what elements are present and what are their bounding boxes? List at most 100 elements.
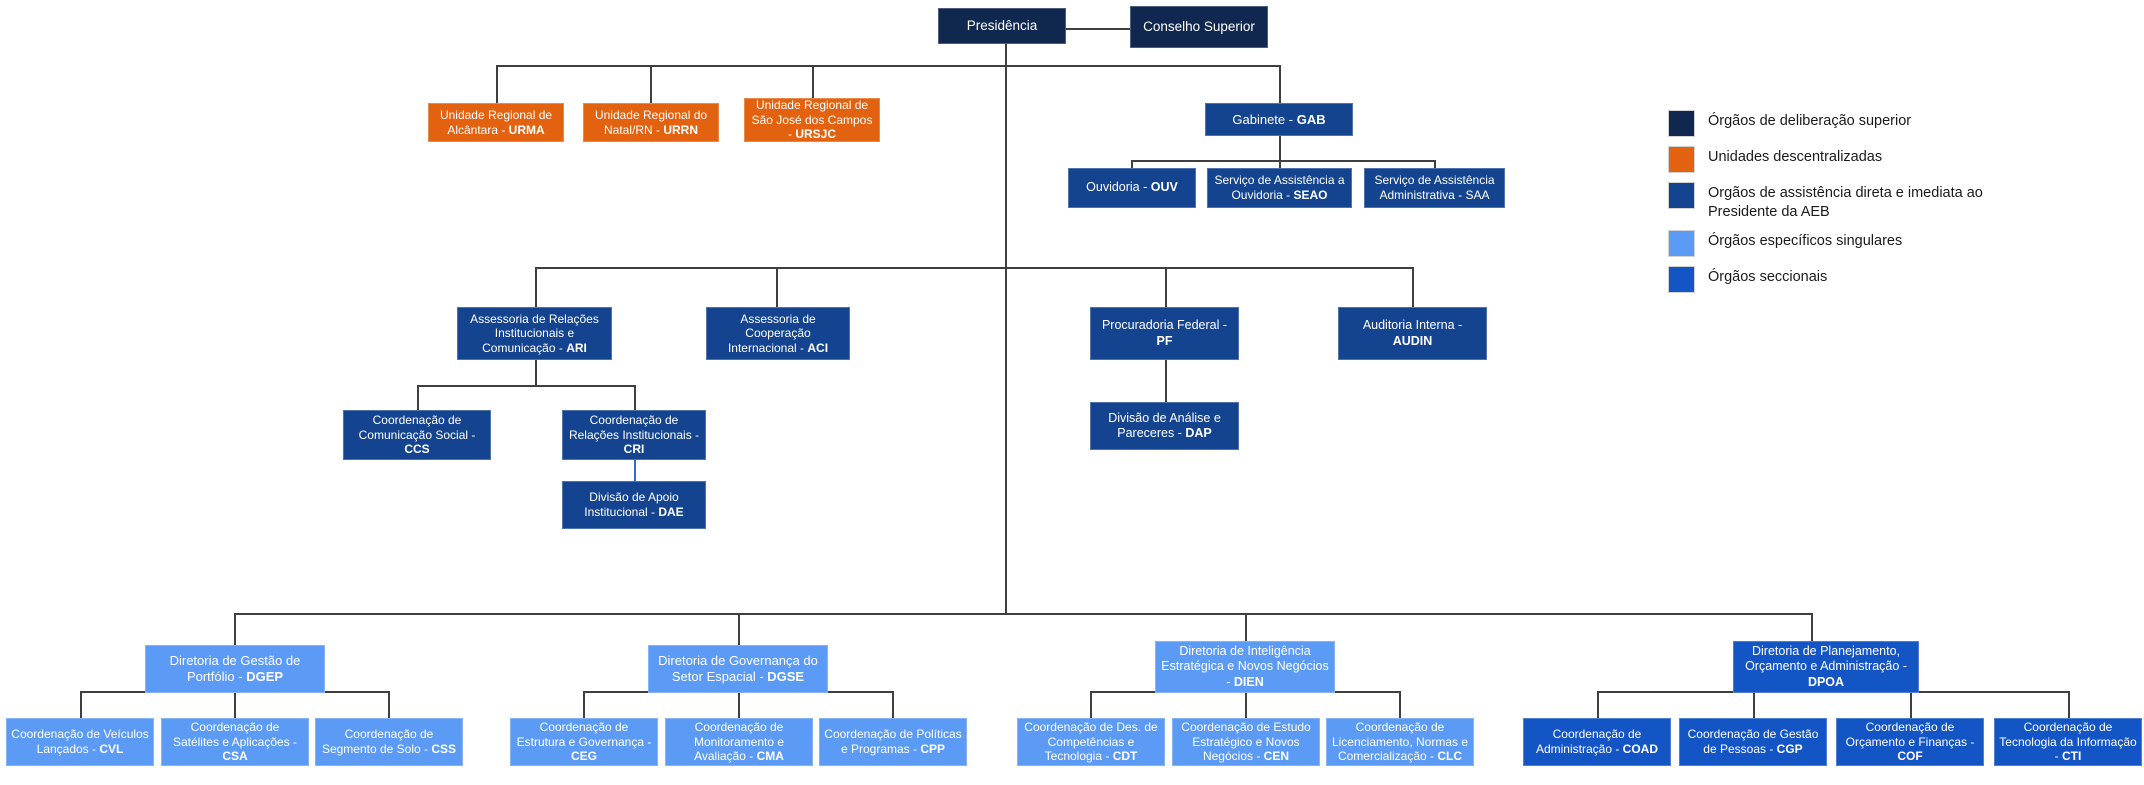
connector-drop-cgp (1753, 691, 1755, 718)
node-presidencia[interactable]: Presidência (938, 8, 1066, 44)
node-dae[interactable]: Divisão de Apoio Institucional - DAE (562, 481, 706, 529)
connector-bus-level3 (234, 613, 1812, 615)
node-coad[interactable]: Coordenação de Administração - COAD (1523, 718, 1671, 766)
node-ursjc[interactable]: Unidade Regional de São José dos Campos … (744, 98, 880, 142)
node-cti[interactable]: Coordenação de Tecnologia da Informação … (1994, 718, 2142, 766)
connector-drop-urrn (650, 65, 652, 103)
node-seao-label: Serviço de Assistência a Ouvidoria - SEA… (1214, 173, 1345, 202)
node-cvl[interactable]: Coordenação de Veículos Lançados - CVL (6, 718, 154, 766)
node-audin-label: Auditoria Interna - AUDIN (1362, 318, 1463, 348)
node-cvl-label: Coordenação de Veículos Lançados - CVL (11, 727, 149, 756)
connector-drop-cma (738, 691, 740, 718)
node-dgep-label: Diretoria de Gestão de Portfólio - DGEP (169, 653, 301, 684)
node-dap-label: Divisão de Análise e Pareceres - DAP (1108, 410, 1221, 440)
legend-swatch-deliberacao-superior (1668, 110, 1695, 137)
connector-bus-level1 (496, 65, 1280, 67)
node-conselho-superior[interactable]: Conselho Superior (1130, 6, 1268, 48)
connector-drop-clc (1399, 691, 1401, 718)
node-gab[interactable]: Gabinete - GAB (1205, 103, 1353, 136)
node-css[interactable]: Coordenação de Segmento de Solo - CSS (315, 718, 463, 766)
connector-drop-css (388, 691, 390, 718)
node-dgse-label: Diretoria de Governança do Setor Espacia… (658, 653, 818, 684)
node-cri[interactable]: Coordenação de Relações Institucionais -… (562, 410, 706, 460)
node-cpp[interactable]: Coordenação de Políticas e Programas - C… (819, 718, 967, 766)
node-gab-label: Gabinete - GAB (1232, 111, 1326, 127)
node-ari-label: Assessoria de Relações Institucionais e … (470, 311, 599, 355)
node-dien[interactable]: Diretoria de Inteligência Estratégica e … (1155, 641, 1335, 693)
connector-presidencia-conselho (1064, 28, 1130, 30)
node-cti-label: Coordenação de Tecnologia da Informação … (1999, 720, 2137, 764)
node-ari[interactable]: Assessoria de Relações Institucionais e … (457, 307, 612, 360)
legend-item-orgaos-especificos: Órgãos específicos singulares (1668, 230, 2098, 258)
connector-bus-gab (1131, 160, 1435, 162)
connector-drop-dgse (738, 613, 740, 645)
connector-drop-urma (496, 65, 498, 103)
connector-drop-cvl (80, 691, 82, 718)
node-urrn-label: Unidade Regional do Natal/RN - URRN (594, 107, 708, 137)
legend-label-assistencia-direta: Orgãos de assistência direta e imediata … (1708, 185, 1983, 220)
connector-drop-cri (634, 385, 636, 410)
connector-drop-aci (776, 267, 778, 307)
node-urma-label: Unidade Regional de Alcântara - URMA (439, 107, 553, 137)
node-urma[interactable]: Unidade Regional de Alcântara - URMA (428, 103, 564, 142)
node-pf-label: Procuradoria Federal - PF (1101, 318, 1228, 348)
connector-drop-dgep (234, 613, 236, 645)
connector-drop-gab (1279, 65, 1281, 103)
node-dap[interactable]: Divisão de Análise e Pareceres - DAP (1090, 402, 1239, 450)
legend: Órgãos de deliberação superior Unidades … (1668, 110, 2098, 302)
legend-item-unidades-descentralizadas: Unidades descentralizadas (1668, 146, 2098, 173)
node-cdt[interactable]: Coordenação de Des. de Competências e Te… (1017, 718, 1165, 766)
connector-drop-csa (234, 691, 236, 718)
node-cri-label: Coordenação de Relações Institucionais -… (568, 413, 700, 457)
node-saa[interactable]: Serviço de Assistência Administrativa - … (1364, 168, 1505, 208)
connector-pf-dap (1165, 360, 1167, 403)
node-ccs-label: Coordenação de Comunicação Social - CCS (358, 413, 476, 457)
node-ouv[interactable]: Ouvidoria - OUV (1068, 168, 1196, 208)
connector-cri-dae (634, 447, 636, 482)
node-audin[interactable]: Auditoria Interna - AUDIN (1338, 307, 1487, 360)
node-cgp[interactable]: Coordenação de Gestão de Pessoas - CGP (1679, 718, 1827, 766)
legend-swatch-orgaos-seccionais (1668, 266, 1695, 294)
connector-drop-cof (1910, 691, 1912, 718)
legend-label-unidades-descentralizadas: Unidades descentralizadas (1708, 149, 1883, 165)
node-ceg[interactable]: Coordenação de Estrutura e Governança - … (510, 718, 658, 766)
legend-swatch-unidades-descentralizadas (1668, 146, 1695, 173)
node-aci[interactable]: Assessoria de Cooperação Internacional -… (706, 307, 850, 360)
node-cma-label: Coordenação de Monitoramento e Avaliação… (693, 720, 785, 764)
node-ceg-label: Coordenação de Estrutura e Governança - … (516, 720, 652, 764)
node-cof-label: Coordenação de Orçamento e Finanças - CO… (1845, 720, 1975, 764)
connector-drop-cen (1245, 691, 1247, 718)
connector-bus-ari (417, 385, 635, 387)
node-conselho-superior-label: Conselho Superior (1143, 18, 1255, 34)
node-dgse[interactable]: Diretoria de Governança do Setor Espacia… (648, 645, 828, 693)
connector-drop-ari (535, 267, 537, 307)
node-cma[interactable]: Coordenação de Monitoramento e Avaliação… (665, 718, 813, 766)
node-cof[interactable]: Coordenação de Orçamento e Finanças - CO… (1836, 718, 1984, 766)
node-csa[interactable]: Coordenação de Satélites e Aplicações - … (161, 718, 309, 766)
node-dpoa[interactable]: Diretoria de Planejamento, Orçamento e A… (1733, 641, 1919, 693)
node-pf[interactable]: Procuradoria Federal - PF (1090, 307, 1239, 360)
connector-drop-ccs (417, 385, 419, 410)
legend-label-orgaos-especificos: Órgãos específicos singulares (1708, 233, 1903, 250)
connector-bus-level2 (535, 267, 1412, 269)
connector-ari-stem (535, 360, 537, 386)
node-cen[interactable]: Coordenação de Estudo Estratégico e Novo… (1172, 718, 1320, 766)
node-dae-label: Divisão de Apoio Institucional - DAE (584, 490, 684, 519)
connector-drop-cdt (1090, 691, 1092, 718)
connector-drop-ursjc (812, 65, 814, 98)
legend-item-deliberacao-superior: Órgãos de deliberação superior (1668, 110, 2098, 137)
node-cgp-label: Coordenação de Gestão de Pessoas - CGP (1687, 727, 1819, 756)
node-coad-label: Coordenação de Administração - COAD (1535, 727, 1659, 756)
connector-main-spine (1005, 44, 1007, 614)
legend-label-deliberacao-superior: Órgãos de deliberação superior (1708, 113, 1912, 129)
node-clc[interactable]: Coordenação de Licenciamento, Normas e C… (1326, 718, 1474, 766)
node-ccs[interactable]: Coordenação de Comunicação Social - CCS (343, 410, 491, 460)
node-seao[interactable]: Serviço de Assistência a Ouvidoria - SEA… (1207, 168, 1352, 208)
node-ursjc-label: Unidade Regional de São José dos Campos … (751, 98, 873, 142)
connector-drop-dien (1245, 613, 1247, 641)
node-cen-label: Coordenação de Estudo Estratégico e Novo… (1181, 720, 1311, 764)
node-dgep[interactable]: Diretoria de Gestão de Portfólio - DGEP (145, 645, 325, 693)
node-urrn[interactable]: Unidade Regional do Natal/RN - URRN (583, 103, 719, 142)
legend-item-orgaos-seccionais: Órgãos seccionais (1668, 266, 2098, 294)
